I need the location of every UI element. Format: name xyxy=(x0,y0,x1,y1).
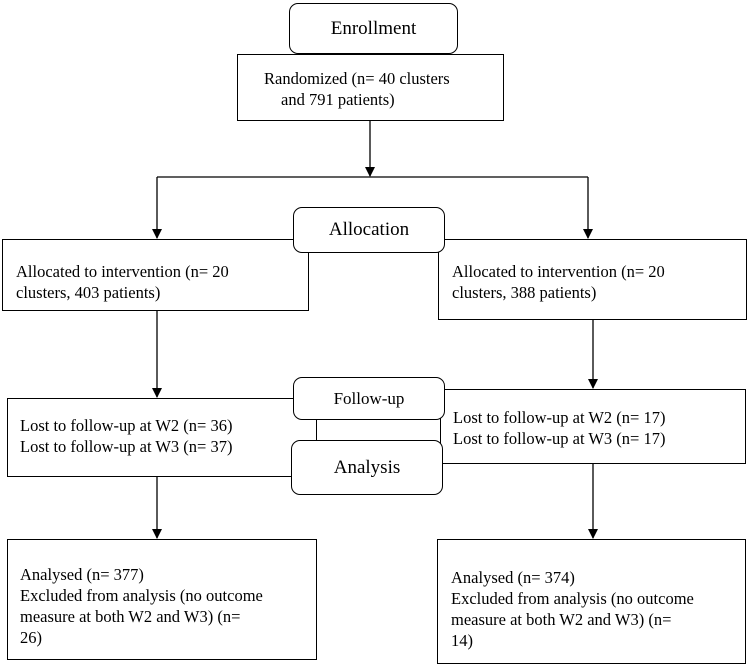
randomized-box: Randomized (n= 40 clusters and 791 patie… xyxy=(237,54,504,121)
analysis-right-line-3: measure at both W2 and W3) (n= xyxy=(451,610,672,629)
allocation-right-line-1: Allocated to intervention (n= 20 xyxy=(452,262,665,281)
randomized-line-2: and 791 patients) xyxy=(281,90,395,109)
allocation-text: Allocation xyxy=(328,219,410,240)
allocation-left-box: Allocated to intervention (n= 20 cluster… xyxy=(2,239,309,311)
allocation-label: Allocation xyxy=(293,207,445,253)
analysis-right-line-1: Analysed (n= 374) xyxy=(451,568,575,587)
followup-label: Follow-up xyxy=(293,377,445,420)
analysis-left-box: Analysed (n= 377) Excluded from analysis… xyxy=(7,539,317,660)
followup-left-line-2: Lost to follow-up at W3 (n= 37) xyxy=(20,437,233,456)
allocation-left-line-1: Allocated to intervention (n= 20 xyxy=(16,262,229,281)
followup-left-box: Lost to follow-up at W2 (n= 36) Lost to … xyxy=(7,398,317,477)
analysis-left-line-1: Analysed (n= 377) xyxy=(20,565,144,584)
analysis-left-line-4: 26) xyxy=(20,628,42,647)
analysis-right-line-2: Excluded from analysis (no outcome xyxy=(451,589,694,608)
analysis-text: Analysis xyxy=(333,456,401,478)
enrollment-text: Enrollment xyxy=(330,17,417,39)
enrollment-label: Enrollment xyxy=(289,3,458,54)
allocation-right-line-2: clusters, 388 patients) xyxy=(452,283,597,302)
allocation-right-box: Allocated to intervention (n= 20 cluster… xyxy=(438,239,747,320)
allocation-left-line-2: clusters, 403 patients) xyxy=(16,283,161,302)
analysis-right-box: Analysed (n= 374) Excluded from analysis… xyxy=(437,539,746,664)
analysis-right-line-4: 14) xyxy=(451,631,473,650)
followup-right-box: Lost to follow-up at W2 (n= 17) Lost to … xyxy=(440,389,746,464)
followup-right-line-2: Lost to follow-up at W3 (n= 17) xyxy=(453,429,666,448)
analysis-label: Analysis xyxy=(291,440,443,495)
followup-left-line-1: Lost to follow-up at W2 (n= 36) xyxy=(20,416,233,435)
randomized-line-1: Randomized (n= 40 clusters xyxy=(264,69,450,88)
followup-right-line-1: Lost to follow-up at W2 (n= 17) xyxy=(453,408,666,427)
analysis-left-line-2: Excluded from analysis (no outcome xyxy=(20,586,263,605)
analysis-left-line-3: measure at both W2 and W3) (n= xyxy=(20,607,241,626)
followup-text: Follow-up xyxy=(333,388,405,408)
